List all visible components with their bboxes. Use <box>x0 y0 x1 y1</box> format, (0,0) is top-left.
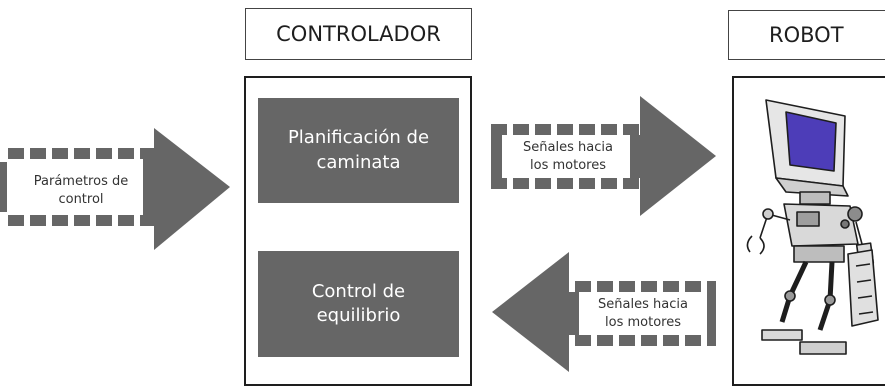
to-robot-arrow-dashes-top <box>491 124 639 135</box>
from-robot-arrow-label: Señales hacia los motores <box>584 295 702 333</box>
from-robot-arrow-dashes-bottom <box>575 335 716 346</box>
to-robot-arrow-dashes-bottom <box>491 178 639 189</box>
controller-title-text: CONTROLADOR <box>276 22 441 46</box>
robot-monitor-screen <box>785 111 837 172</box>
balance-control-block: Control de equilibrio <box>258 251 459 357</box>
robot-claw <box>746 235 765 255</box>
robot-side-board <box>847 249 879 327</box>
input-arrow-label: Parámetros de control <box>22 172 140 210</box>
input-arrow <box>0 128 230 250</box>
robot-title-text: ROBOT <box>769 23 844 47</box>
robot-title: ROBOT <box>728 10 885 60</box>
diagram-canvas <box>0 96 879 372</box>
to-robot-arrow <box>491 96 716 216</box>
balance-control-label: Control de equilibrio <box>311 280 406 326</box>
walk-planning-label: Planificación de caminata <box>287 127 430 173</box>
robot-illustration <box>746 99 879 355</box>
to-robot-arrow-text: Señales hacia los motores <box>523 140 613 173</box>
from-robot-arrow-text: Señales hacia los motores <box>598 297 688 330</box>
walk-planning-block: Planificación de caminata <box>258 98 459 203</box>
input-arrow-dashes-bottom <box>8 215 154 226</box>
robot-panel <box>732 76 885 386</box>
controller-title: CONTROLADOR <box>245 8 472 60</box>
input-arrow-text: Parámetros de control <box>33 174 129 207</box>
input-arrow-dashes-top <box>8 148 154 159</box>
from-robot-arrow-dashes-top <box>575 281 716 292</box>
from-robot-arrow <box>492 252 716 372</box>
to-robot-arrow-label: Señales hacia los motores <box>509 138 627 176</box>
